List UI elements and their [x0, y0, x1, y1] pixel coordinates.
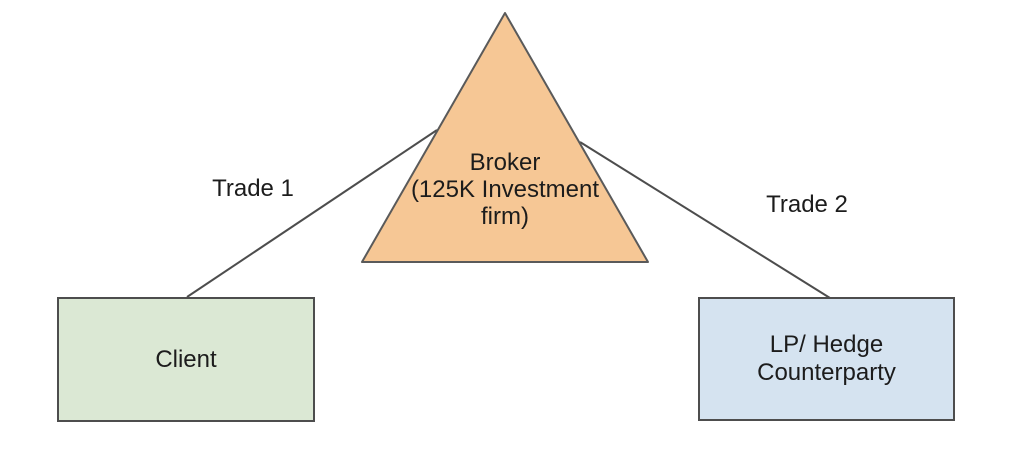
trade-1-connector-line: [186, 129, 438, 298]
client-node: Client: [57, 297, 315, 422]
trade-2-connector-line: [579, 141, 831, 299]
broker-node-label: Broker (125K Investment firm): [410, 149, 600, 230]
broker-triangle-shape: [361, 12, 649, 263]
trade-2-edge-label: Trade 2: [766, 191, 848, 218]
client-node-label: Client: [155, 345, 217, 373]
lp-hedge-counterparty-node-label: LP/ Hedge Counterparty: [757, 331, 896, 386]
lp-hedge-counterparty-node: LP/ Hedge Counterparty: [698, 297, 955, 421]
trade-1-edge-label: Trade 1: [212, 175, 294, 202]
